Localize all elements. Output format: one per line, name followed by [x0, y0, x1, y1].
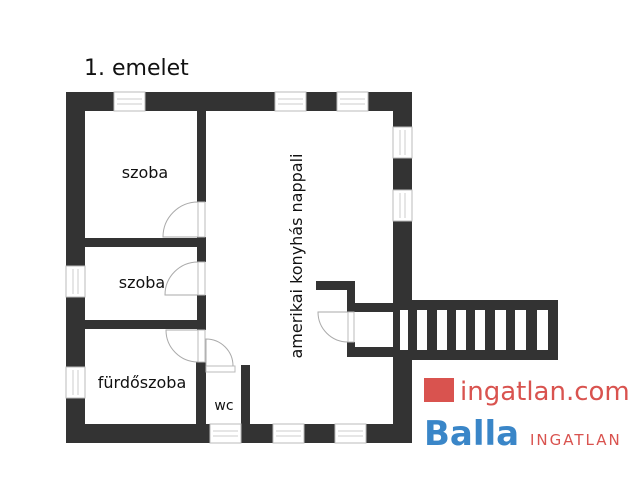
windows — [65, 91, 413, 444]
floor-title: 1. emelet — [84, 56, 189, 81]
room-label-szoba-1: szoba — [122, 163, 168, 182]
doors — [162, 201, 355, 373]
watermark-brand: Balla — [424, 414, 519, 454]
room-label-furdoszoba: fürdőszoba — [98, 373, 187, 392]
watermark-brand-sub: INGATLAN — [530, 431, 622, 449]
room-label-nappali: amerikai konyhás nappali — [287, 154, 306, 359]
watermark-logo: ingatlan.com Balla INGATLAN — [424, 377, 630, 454]
staircase — [393, 300, 558, 360]
room-label-szoba-2: szoba — [119, 273, 165, 292]
watermark-site: ingatlan.com — [460, 377, 630, 407]
room-label-wc: wc — [214, 398, 233, 414]
